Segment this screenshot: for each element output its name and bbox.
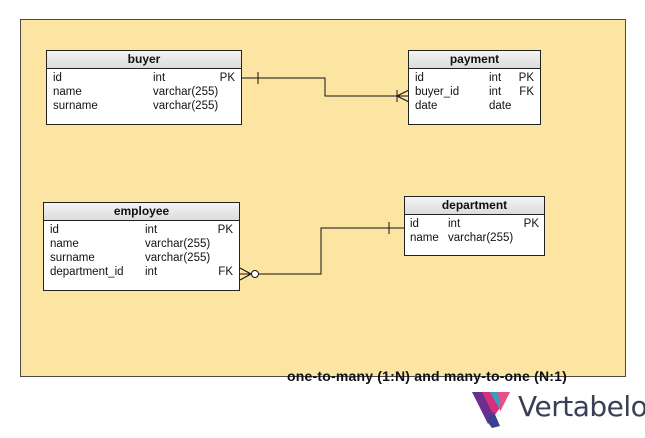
table-title: employee: [44, 203, 239, 221]
column-name: name: [50, 238, 79, 250]
relationship-buyer-payment[interactable]: [241, 72, 410, 103]
vertabelo-logo-icon: [472, 392, 510, 428]
brand-name: Vertabelo: [518, 390, 645, 423]
column-type: int: [145, 224, 158, 236]
table-department[interactable]: department id int PK name varchar(255): [404, 196, 545, 256]
table-title: buyer: [47, 51, 241, 69]
table-payment[interactable]: payment id int PK buyer_id int FK date d…: [408, 50, 541, 125]
optional-circle: [251, 270, 259, 278]
column-name: id: [415, 72, 424, 84]
crowfoot-upper: [396, 89, 410, 97]
crowfoot-lower: [239, 273, 252, 281]
column-name: id: [50, 224, 59, 236]
diagram-caption: one-to-many (1:N) and many-to-one (N:1): [287, 368, 568, 384]
column-row[interactable]: buyer_id int FK: [415, 85, 534, 99]
column-name: surname: [53, 100, 98, 112]
relationship-lines: [239, 72, 410, 281]
table-buyer[interactable]: buyer id int PK name varchar(255) surnam…: [46, 50, 242, 125]
column-name: name: [53, 86, 82, 98]
column-key: PK: [523, 218, 539, 230]
column-name: id: [53, 72, 62, 84]
column-name: buyer_id: [415, 86, 460, 98]
column-key: FK: [218, 266, 233, 278]
table-title: payment: [409, 51, 540, 69]
column-row[interactable]: name varchar(255): [410, 231, 539, 245]
column-type: int: [489, 72, 502, 84]
column-key: PK: [217, 224, 233, 236]
column-type: int: [145, 266, 158, 278]
column-name: id: [410, 218, 419, 230]
column-type: int: [448, 218, 461, 230]
column-type: date: [489, 100, 512, 112]
crowfoot-lower: [396, 95, 410, 103]
column-key: PK: [518, 72, 534, 84]
column-type: varchar(255): [153, 86, 219, 98]
column-row[interactable]: department_id int FK: [50, 265, 233, 279]
column-row[interactable]: id int PK: [415, 71, 534, 85]
column-row[interactable]: id int PK: [50, 223, 233, 237]
column-name: surname: [50, 252, 95, 264]
column-row[interactable]: surname varchar(255): [53, 99, 235, 113]
column-row[interactable]: id int PK: [410, 217, 539, 231]
column-type: varchar(255): [145, 252, 211, 264]
table-title: department: [405, 197, 544, 215]
diagram-canvas: buyer id int PK name varchar(255) surnam…: [20, 19, 626, 384]
column-type: int: [153, 72, 166, 84]
relationship-employee-department[interactable]: [239, 222, 405, 281]
column-row[interactable]: name varchar(255): [50, 237, 233, 251]
column-row[interactable]: id int PK: [53, 71, 235, 85]
column-row[interactable]: surname varchar(255): [50, 251, 233, 265]
crowfoot-upper: [239, 267, 252, 275]
column-key: FK: [519, 86, 534, 98]
column-row[interactable]: name varchar(255): [53, 85, 235, 99]
column-type: varchar(255): [448, 232, 514, 244]
column-key: PK: [219, 72, 235, 84]
column-name: name: [410, 232, 439, 244]
table-employee[interactable]: employee id int PK name varchar(255) sur…: [43, 202, 240, 291]
column-type: int: [489, 86, 502, 98]
column-type: varchar(255): [145, 238, 211, 250]
column-name: date: [415, 100, 438, 112]
column-name: department_id: [50, 266, 124, 278]
column-row[interactable]: date date: [415, 99, 534, 113]
column-type: varchar(255): [153, 100, 219, 112]
